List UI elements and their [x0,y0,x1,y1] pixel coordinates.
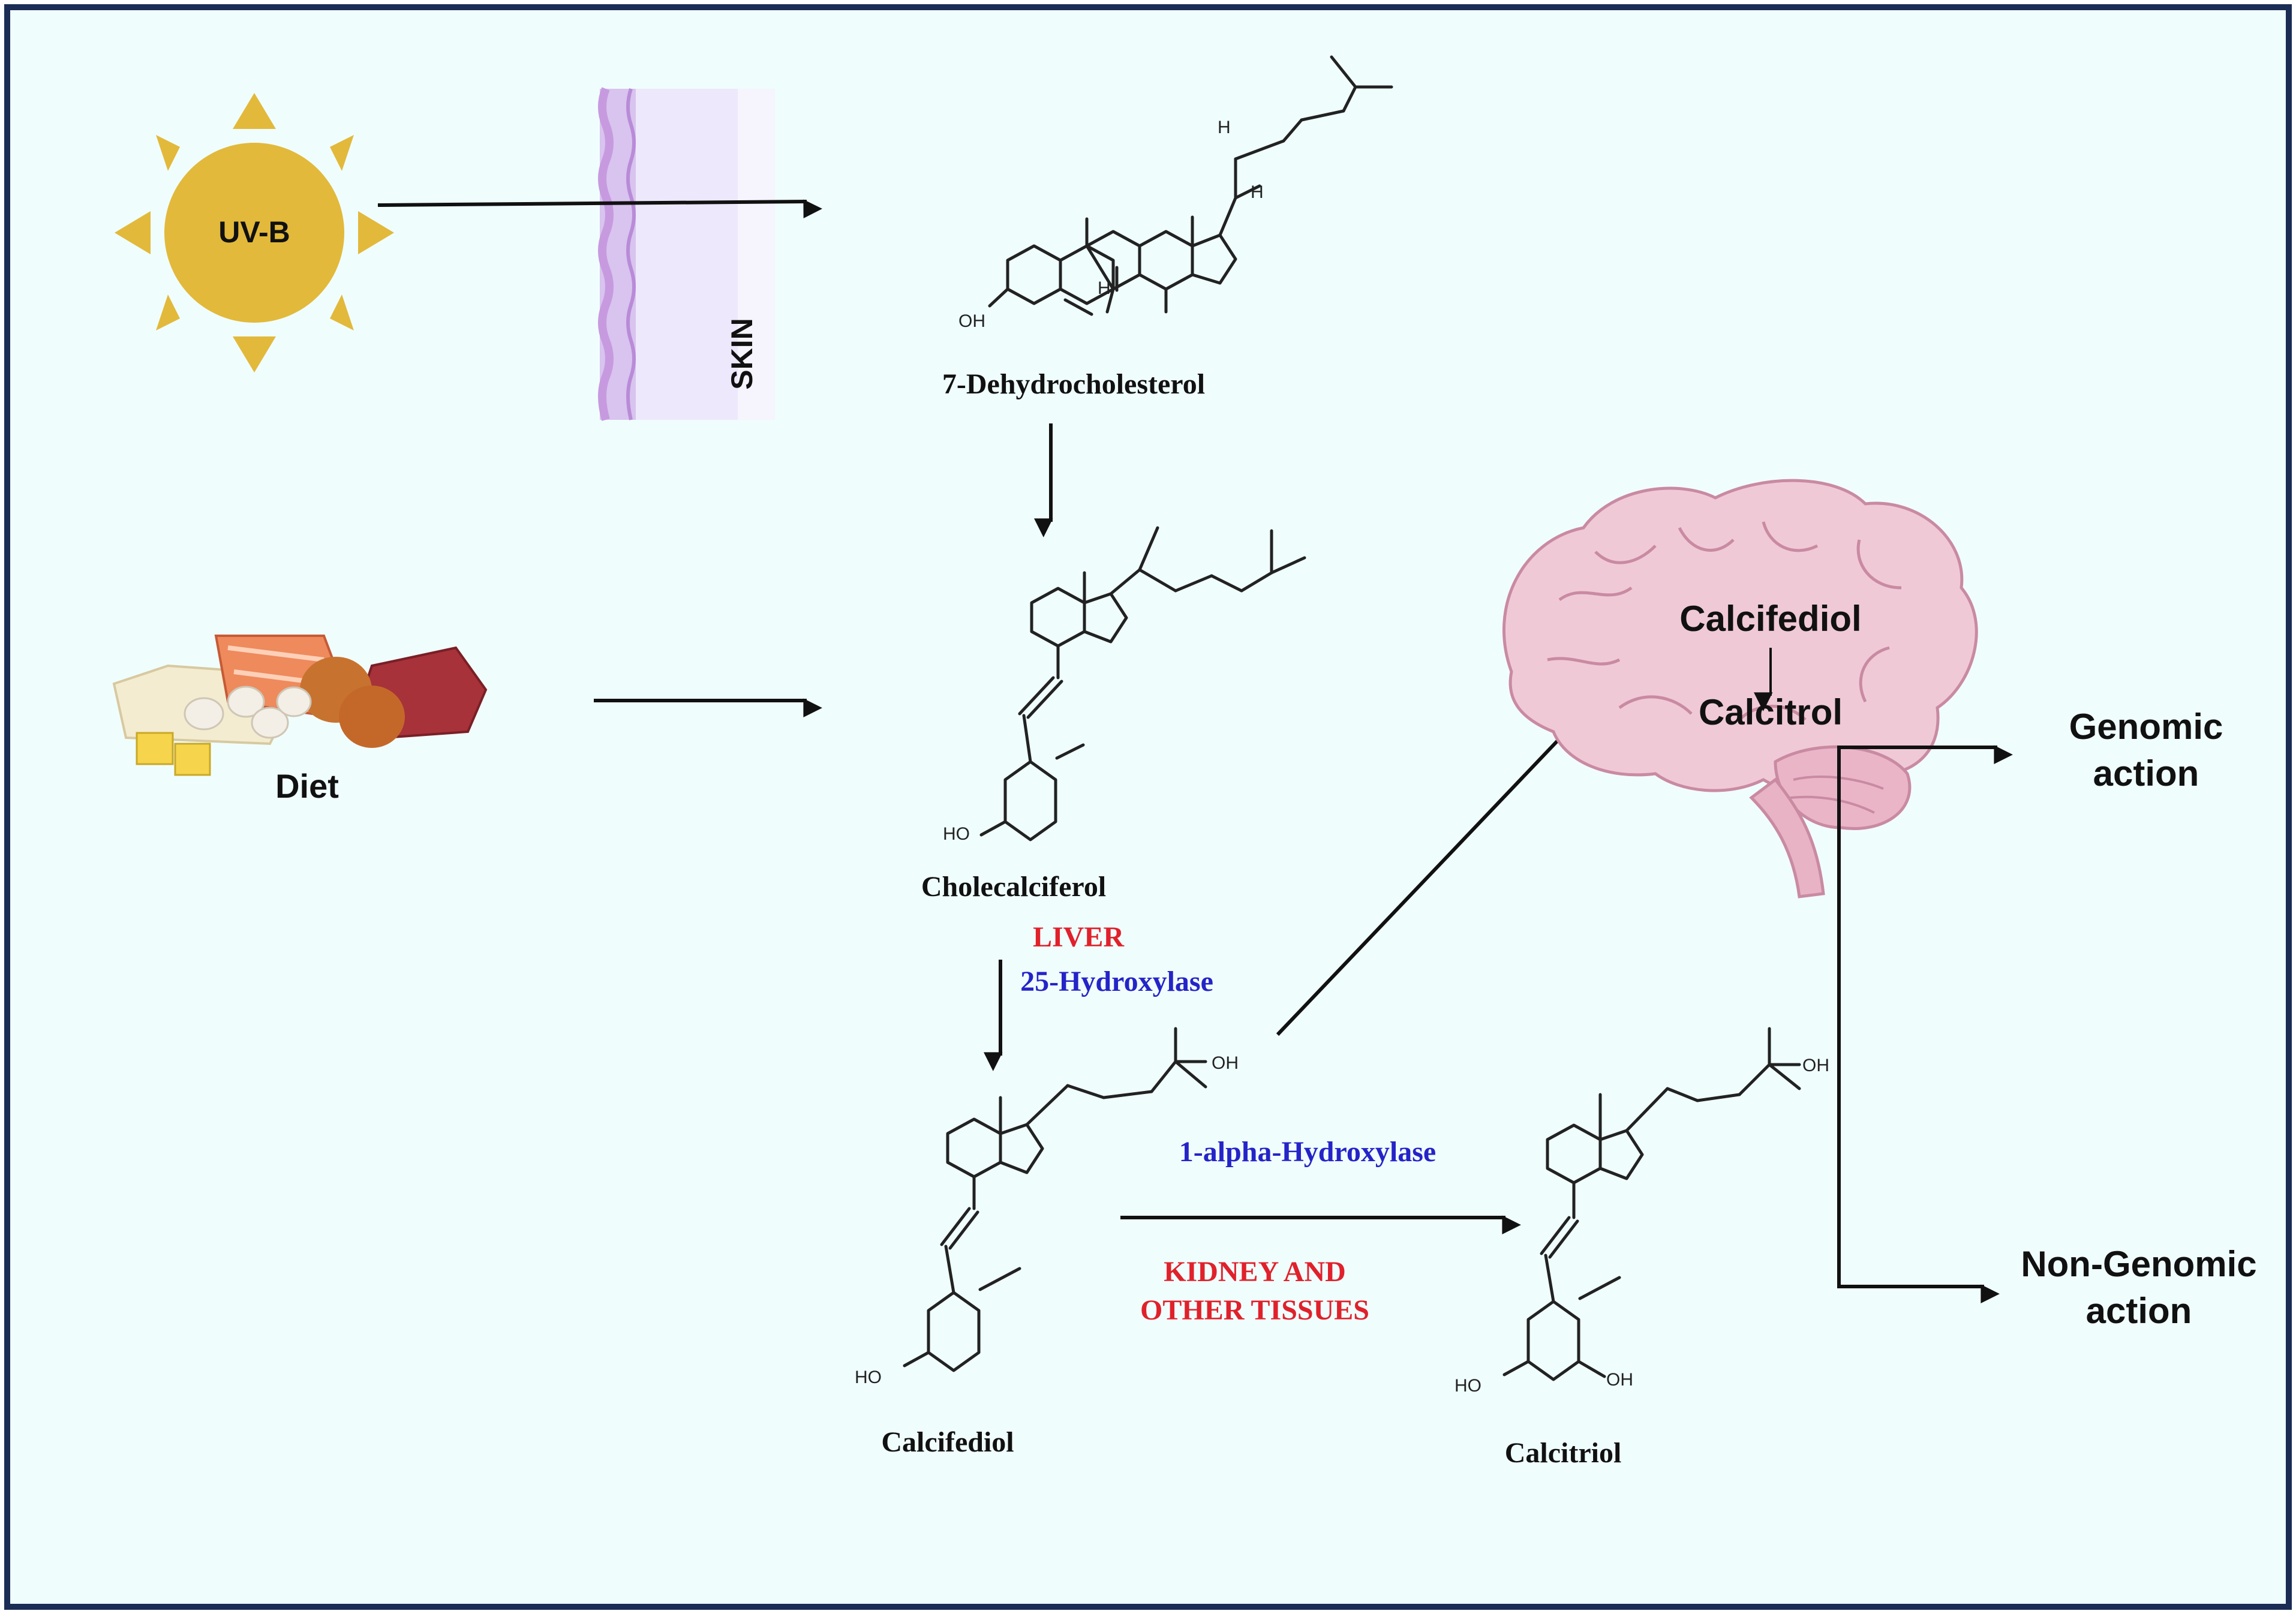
uvb-to-skin-arrow [377,199,823,219]
calcitriol-oh-atom-1: OH [1802,1056,1829,1075]
non-genomic-action-label-line2: action [2086,1291,2192,1331]
chole-ho-atom: HO [943,824,970,844]
calcitriol-oh-atom-2: OH [1606,1370,1633,1390]
dehydro-h-atom-2: H [1218,118,1231,137]
liver-label: LIVER [1033,921,1125,953]
kidney-label-line2: OTHER TISSUES [1140,1294,1369,1326]
diet-food-icon [112,635,488,776]
calcifediol-oh-atom: OH [1212,1053,1239,1073]
calcitriol-ho-atom: HO [1454,1376,1481,1396]
brain-icon [1502,479,1978,898]
skin-label: SKIN [725,318,759,389]
diagram-background [4,4,2292,1610]
calcitriol-structure [1502,1027,1801,1381]
genomic-action-label-line1: Genomic [2069,707,2223,747]
skin-icon [598,87,775,421]
brain-calcifediol-label: Calcifediol [1679,599,1861,639]
brain-calcitrol-label: Calcitrol [1699,692,1843,732]
dehydro-oh-atom: OH [958,311,985,331]
hydroxylase-25-label: 25-Hydroxylase [1020,966,1213,997]
dehydrocholesterol-structure [988,55,1393,316]
calcifediol-label: Calcifediol [881,1426,1014,1458]
calcitriol-label: Calcitriol [1505,1437,1622,1469]
diet-label: Diet [275,767,339,805]
non-genomic-action-arrow [1837,747,2000,1303]
non-genomic-action-label-line1: Non-Genomic [2021,1244,2256,1284]
calcifediol-ho-atom: HO [855,1367,882,1387]
dehydrocholesterol-label: 7-Dehydrocholesterol [942,368,1205,400]
cholecalciferol-structure [979,526,1306,841]
genomic-action-label-line2: action [2093,753,2199,794]
cholecalciferol-label: Cholecalciferol [921,871,1106,903]
dehydro-h-atom-3: H [1251,182,1264,202]
sun-icon [115,93,394,372]
uvb-label: UV-B [218,215,290,249]
calcifediol-structure [903,1027,1207,1372]
alpha-hydroxylase-label: 1-alpha-Hydroxylase [1179,1136,1436,1168]
kidney-label-line1: KIDNEY AND [1164,1256,1346,1288]
dehydro-h-atom-1: H [1098,278,1111,298]
